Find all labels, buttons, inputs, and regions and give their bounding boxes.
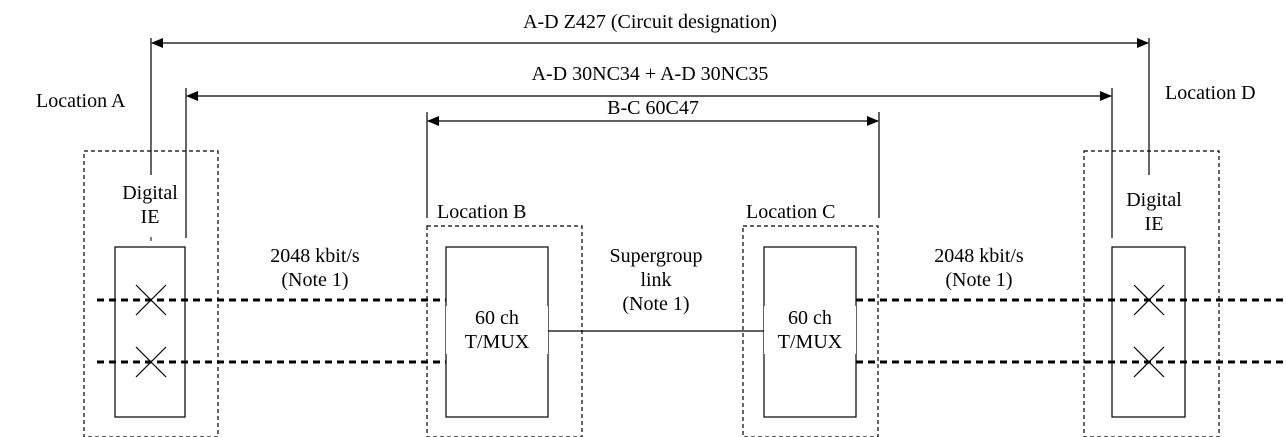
tmux-label-c: 60 ch T/MUX	[764, 306, 856, 354]
dimension-label-ad-nc: A-D 30NC34 + A-D 30NC35	[531, 63, 769, 85]
tmux-label-c-line1: 60 ch	[788, 307, 832, 329]
tmux-label-c-line2: T/MUX	[777, 331, 843, 353]
link-label-mid-line2: link	[640, 269, 672, 291]
link-label-right: 2048 kbit/s (Note 1)	[899, 244, 1059, 292]
link-label-left: 2048 kbit/s (Note 1)	[235, 244, 395, 292]
dimension-label-ad-circuit: A-D Z427 (Circuit designation)	[523, 11, 777, 33]
cross-connect-icon	[135, 346, 167, 378]
digital-ie-a	[114, 246, 186, 418]
ie-label-a: Digital IE	[100, 181, 200, 229]
tmux-label-b-line1: 60 ch	[475, 307, 519, 329]
ie-label-a-line1: Digital	[122, 182, 178, 204]
link-label-left-line2: (Note 1)	[281, 269, 349, 291]
location-label-d: Location D	[1165, 82, 1256, 104]
cross-connect-icon	[1133, 284, 1165, 316]
cross-connect-icon	[1133, 346, 1165, 378]
ie-label-d: Digital IE	[1104, 188, 1204, 236]
tmux-label-b: 60 ch T/MUX	[446, 306, 548, 354]
link-label-mid-line1: Supergroup	[609, 245, 703, 267]
location-c-box	[742, 225, 879, 437]
dimension-label-bc: B-C 60C47	[607, 97, 699, 119]
link-label-mid-line3: (Note 1)	[622, 293, 690, 315]
location-label-b: Location B	[437, 201, 527, 223]
link-label-left-line1: 2048 kbit/s	[270, 245, 360, 267]
ie-label-d-line2: IE	[1144, 213, 1164, 235]
tmux-label-b-line2: T/MUX	[464, 331, 530, 353]
digital-ie-d	[1111, 246, 1186, 418]
location-label-c: Location C	[746, 201, 836, 223]
ie-label-a-line2: IE	[140, 206, 160, 228]
location-label-a: Location A	[36, 90, 126, 112]
ie-label-d-line1: Digital	[1126, 189, 1182, 211]
link-label-right-line1: 2048 kbit/s	[934, 245, 1024, 267]
link-label-mid: Supergroup link (Note 1)	[576, 244, 736, 316]
cross-connect-icon	[135, 284, 167, 316]
link-label-right-line2: (Note 1)	[945, 269, 1013, 291]
